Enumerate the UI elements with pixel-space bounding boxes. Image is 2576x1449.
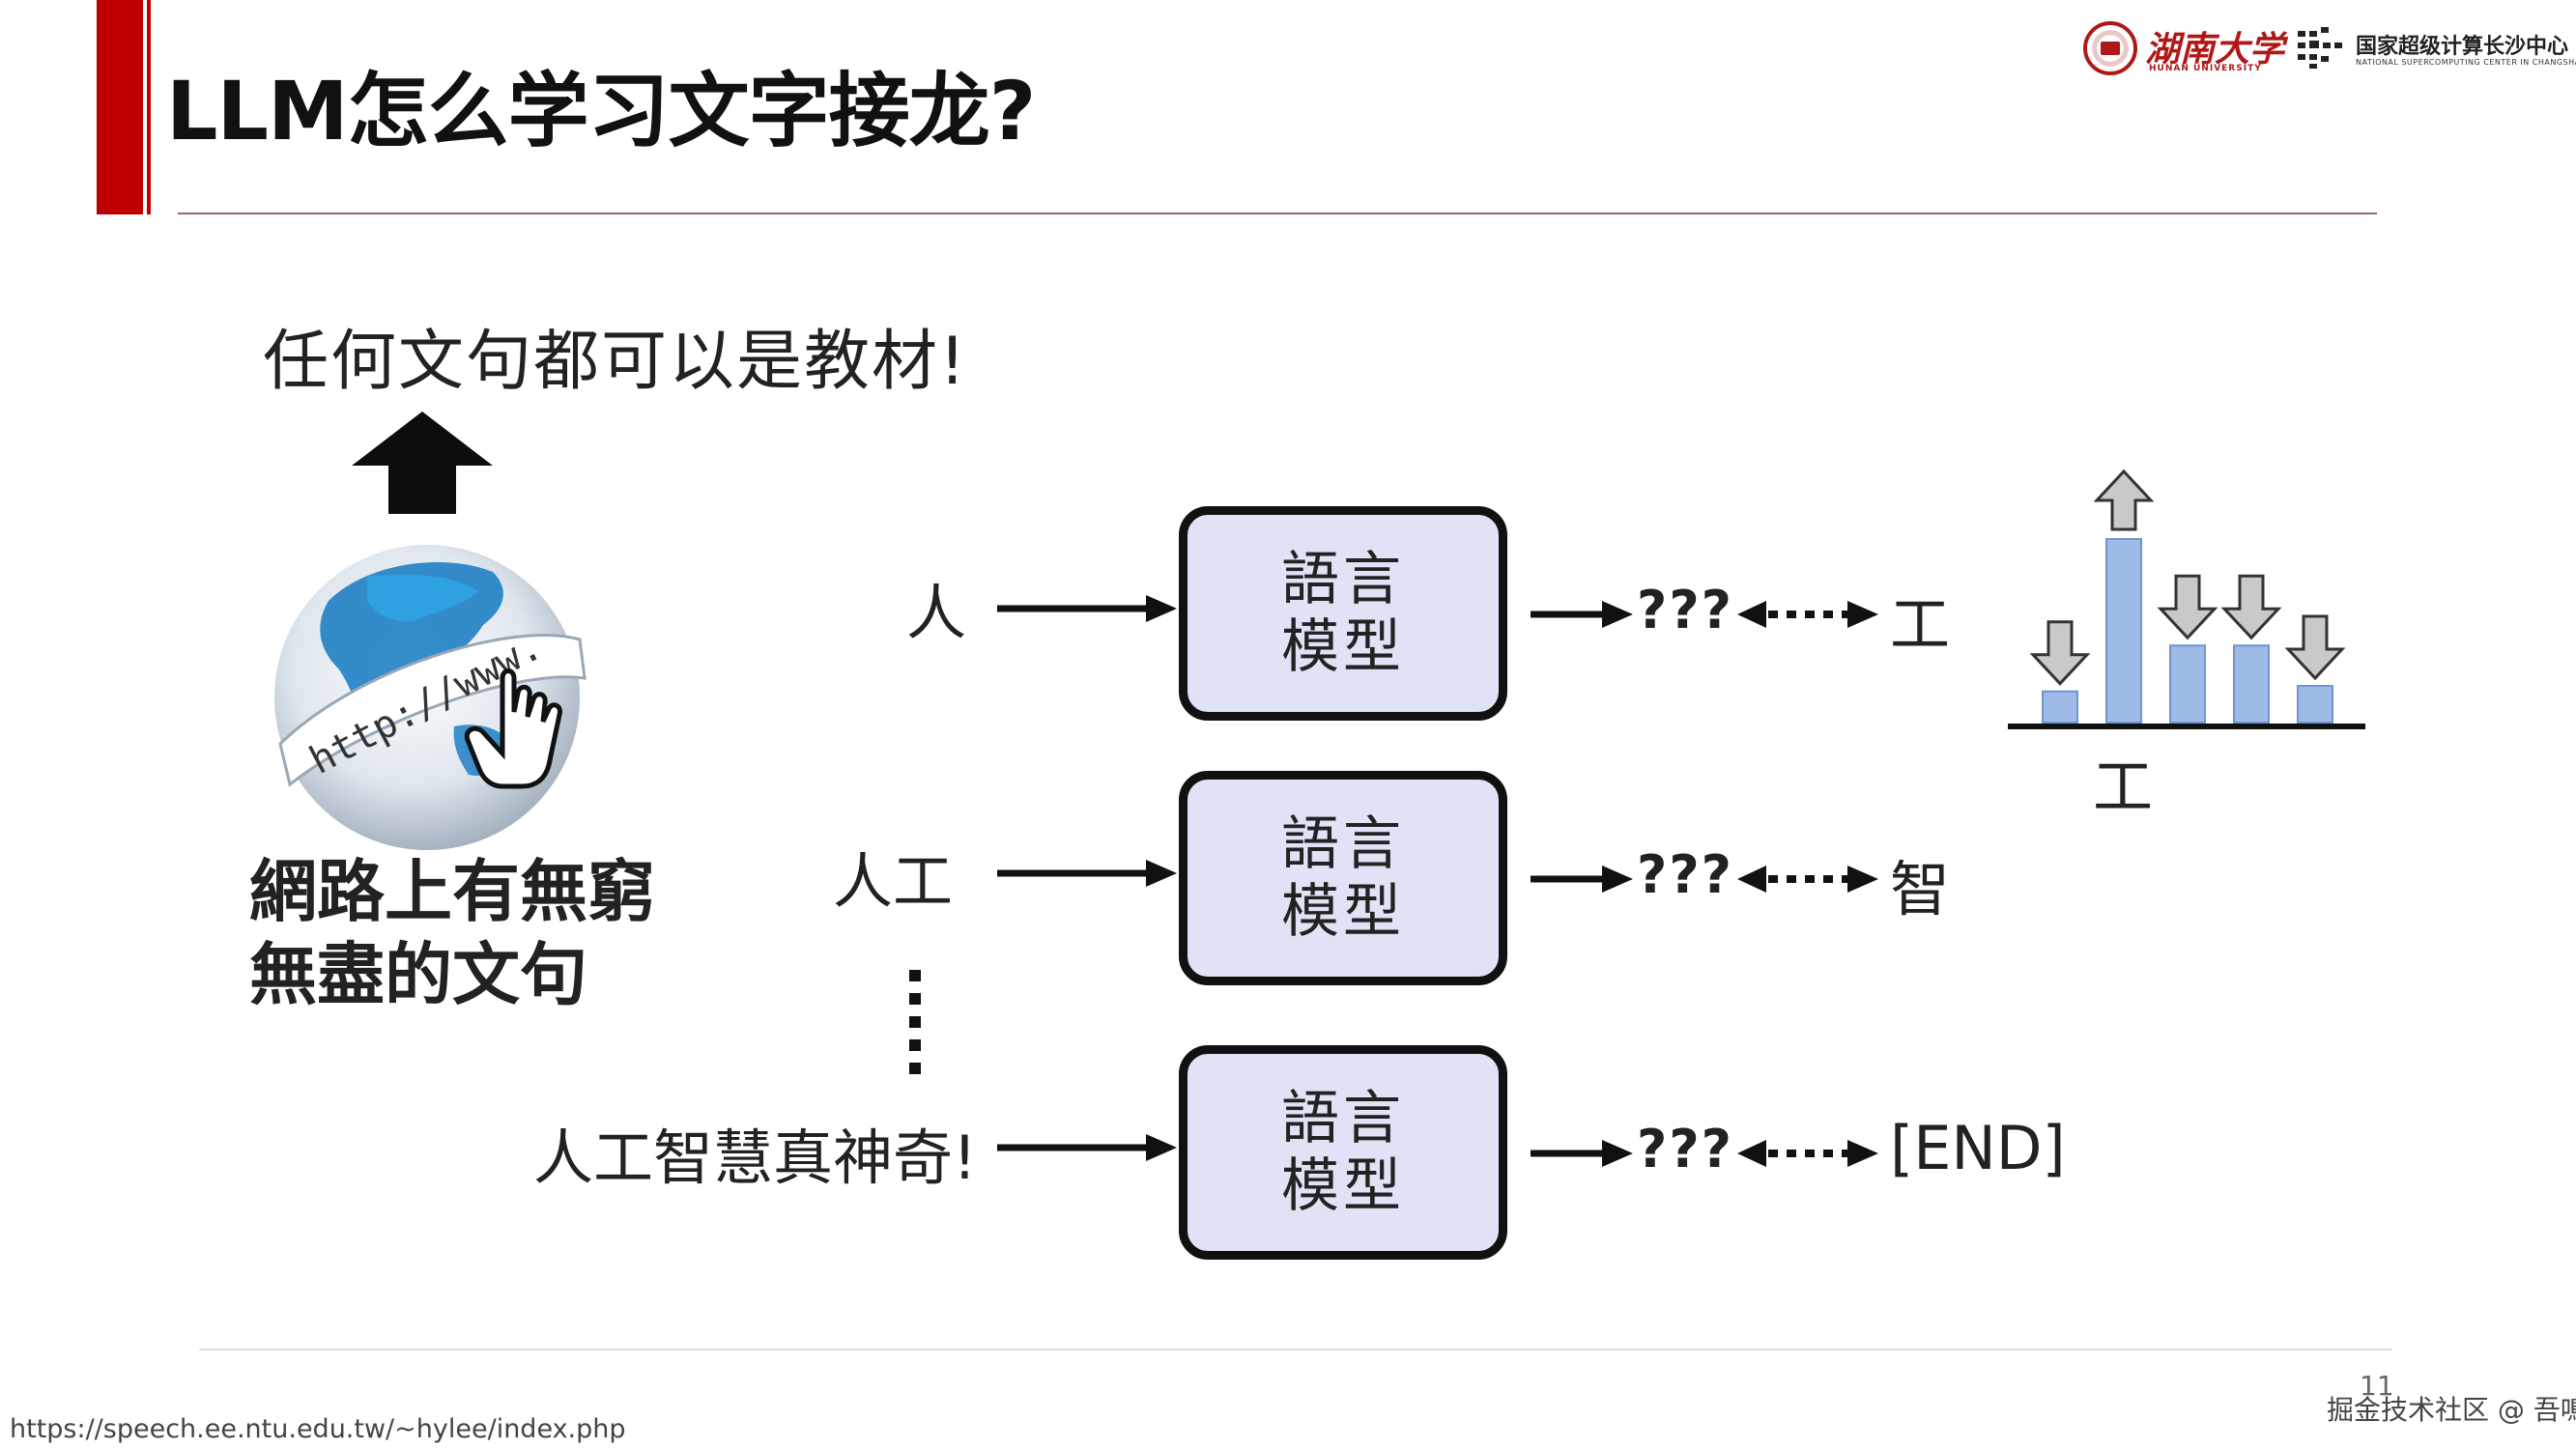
watermark: 掘金技术社区 @ 吾鳴 <box>2327 1394 2576 1426</box>
row2-compare-arrow-icon <box>1737 866 1878 893</box>
center-name: 国家超级计算长沙中心 <box>2356 35 2569 59</box>
row1-compare-arrow-icon <box>1737 601 1878 628</box>
university-seal-icon <box>2083 21 2137 75</box>
page-number: 11 <box>2360 1370 2394 1402</box>
probability-distribution <box>2008 469 2365 729</box>
row3-target: [END] <box>1890 1113 2066 1183</box>
arrow-down-icon <box>2029 620 2091 686</box>
web-caption: 網路上有無窮 無盡的文句 <box>249 850 655 1016</box>
distribution-bar <box>2105 538 2142 724</box>
distribution-bar <box>2169 644 2206 724</box>
nscc-dots-icon <box>2298 27 2342 69</box>
row1-output-arrow-icon <box>1531 601 1633 628</box>
row3-prediction: ??? <box>1637 1119 1733 1179</box>
row1-prediction: ??? <box>1637 580 1733 640</box>
row2-model-line2: 模型 <box>1281 878 1405 946</box>
row1-model-line1: 語言 <box>1281 546 1405 613</box>
row1-target: 工 <box>1890 589 1951 660</box>
distribution-bar <box>2042 690 2078 724</box>
web-caption-line1: 網路上有無窮 <box>249 852 655 931</box>
center-sub: NATIONAL SUPERCOMPUTING CENTER IN CHANGS… <box>2356 58 2576 67</box>
row3-model-line1: 語言 <box>1281 1085 1405 1152</box>
row2-target: 智 <box>1890 854 1951 924</box>
distribution-bar <box>2233 644 2270 724</box>
row3-output-arrow-icon <box>1531 1140 1633 1167</box>
university-sub: HUNAN UNIVERSITY <box>2149 64 2262 73</box>
row2-input: 人工 <box>833 846 954 917</box>
title-divider <box>178 213 2377 214</box>
arrow-up-icon <box>2093 469 2155 531</box>
arrow-down-icon <box>2284 614 2346 681</box>
university-name: 湖南大学 <box>2145 29 2285 70</box>
row3-language-model: 語言 模型 <box>1179 1045 1507 1260</box>
distribution-label: 工 <box>2093 752 2154 822</box>
row2-model-line1: 語言 <box>1281 810 1405 878</box>
arrow-down-icon <box>2157 574 2218 640</box>
row1-language-model: 語言 模型 <box>1179 506 1507 721</box>
slide-title: LLM怎么学习文字接龙? <box>166 64 1036 158</box>
arrow-down-icon <box>2220 574 2282 640</box>
row2-language-model: 語言 模型 <box>1179 771 1507 985</box>
row3-input: 人工智慧真神奇! <box>533 1122 977 1193</box>
footer-divider <box>199 1349 2392 1350</box>
row1-input-arrow-icon <box>997 595 1177 622</box>
web-caption-line2: 無盡的文句 <box>249 935 587 1014</box>
row1-model-line2: 模型 <box>1281 613 1405 681</box>
source-url: https://speech.ee.ntu.edu.tw/~hylee/inde… <box>10 1414 626 1444</box>
accent-bar <box>97 0 151 214</box>
distribution-bar <box>2297 685 2333 724</box>
slogan-text: 任何文句都可以是教材! <box>263 324 968 400</box>
globe-icon: http://www. <box>274 545 587 850</box>
up-arrow-icon <box>352 412 493 514</box>
row3-input-arrow-icon <box>997 1134 1177 1161</box>
row2-input-arrow-icon <box>997 860 1177 887</box>
row2-output-arrow-icon <box>1531 866 1633 893</box>
vertical-ellipsis-icon <box>909 970 921 1074</box>
row1-input: 人 <box>906 578 967 648</box>
row3-compare-arrow-icon <box>1737 1140 1878 1167</box>
row2-prediction: ??? <box>1637 844 1733 905</box>
row3-model-line2: 模型 <box>1281 1152 1405 1220</box>
